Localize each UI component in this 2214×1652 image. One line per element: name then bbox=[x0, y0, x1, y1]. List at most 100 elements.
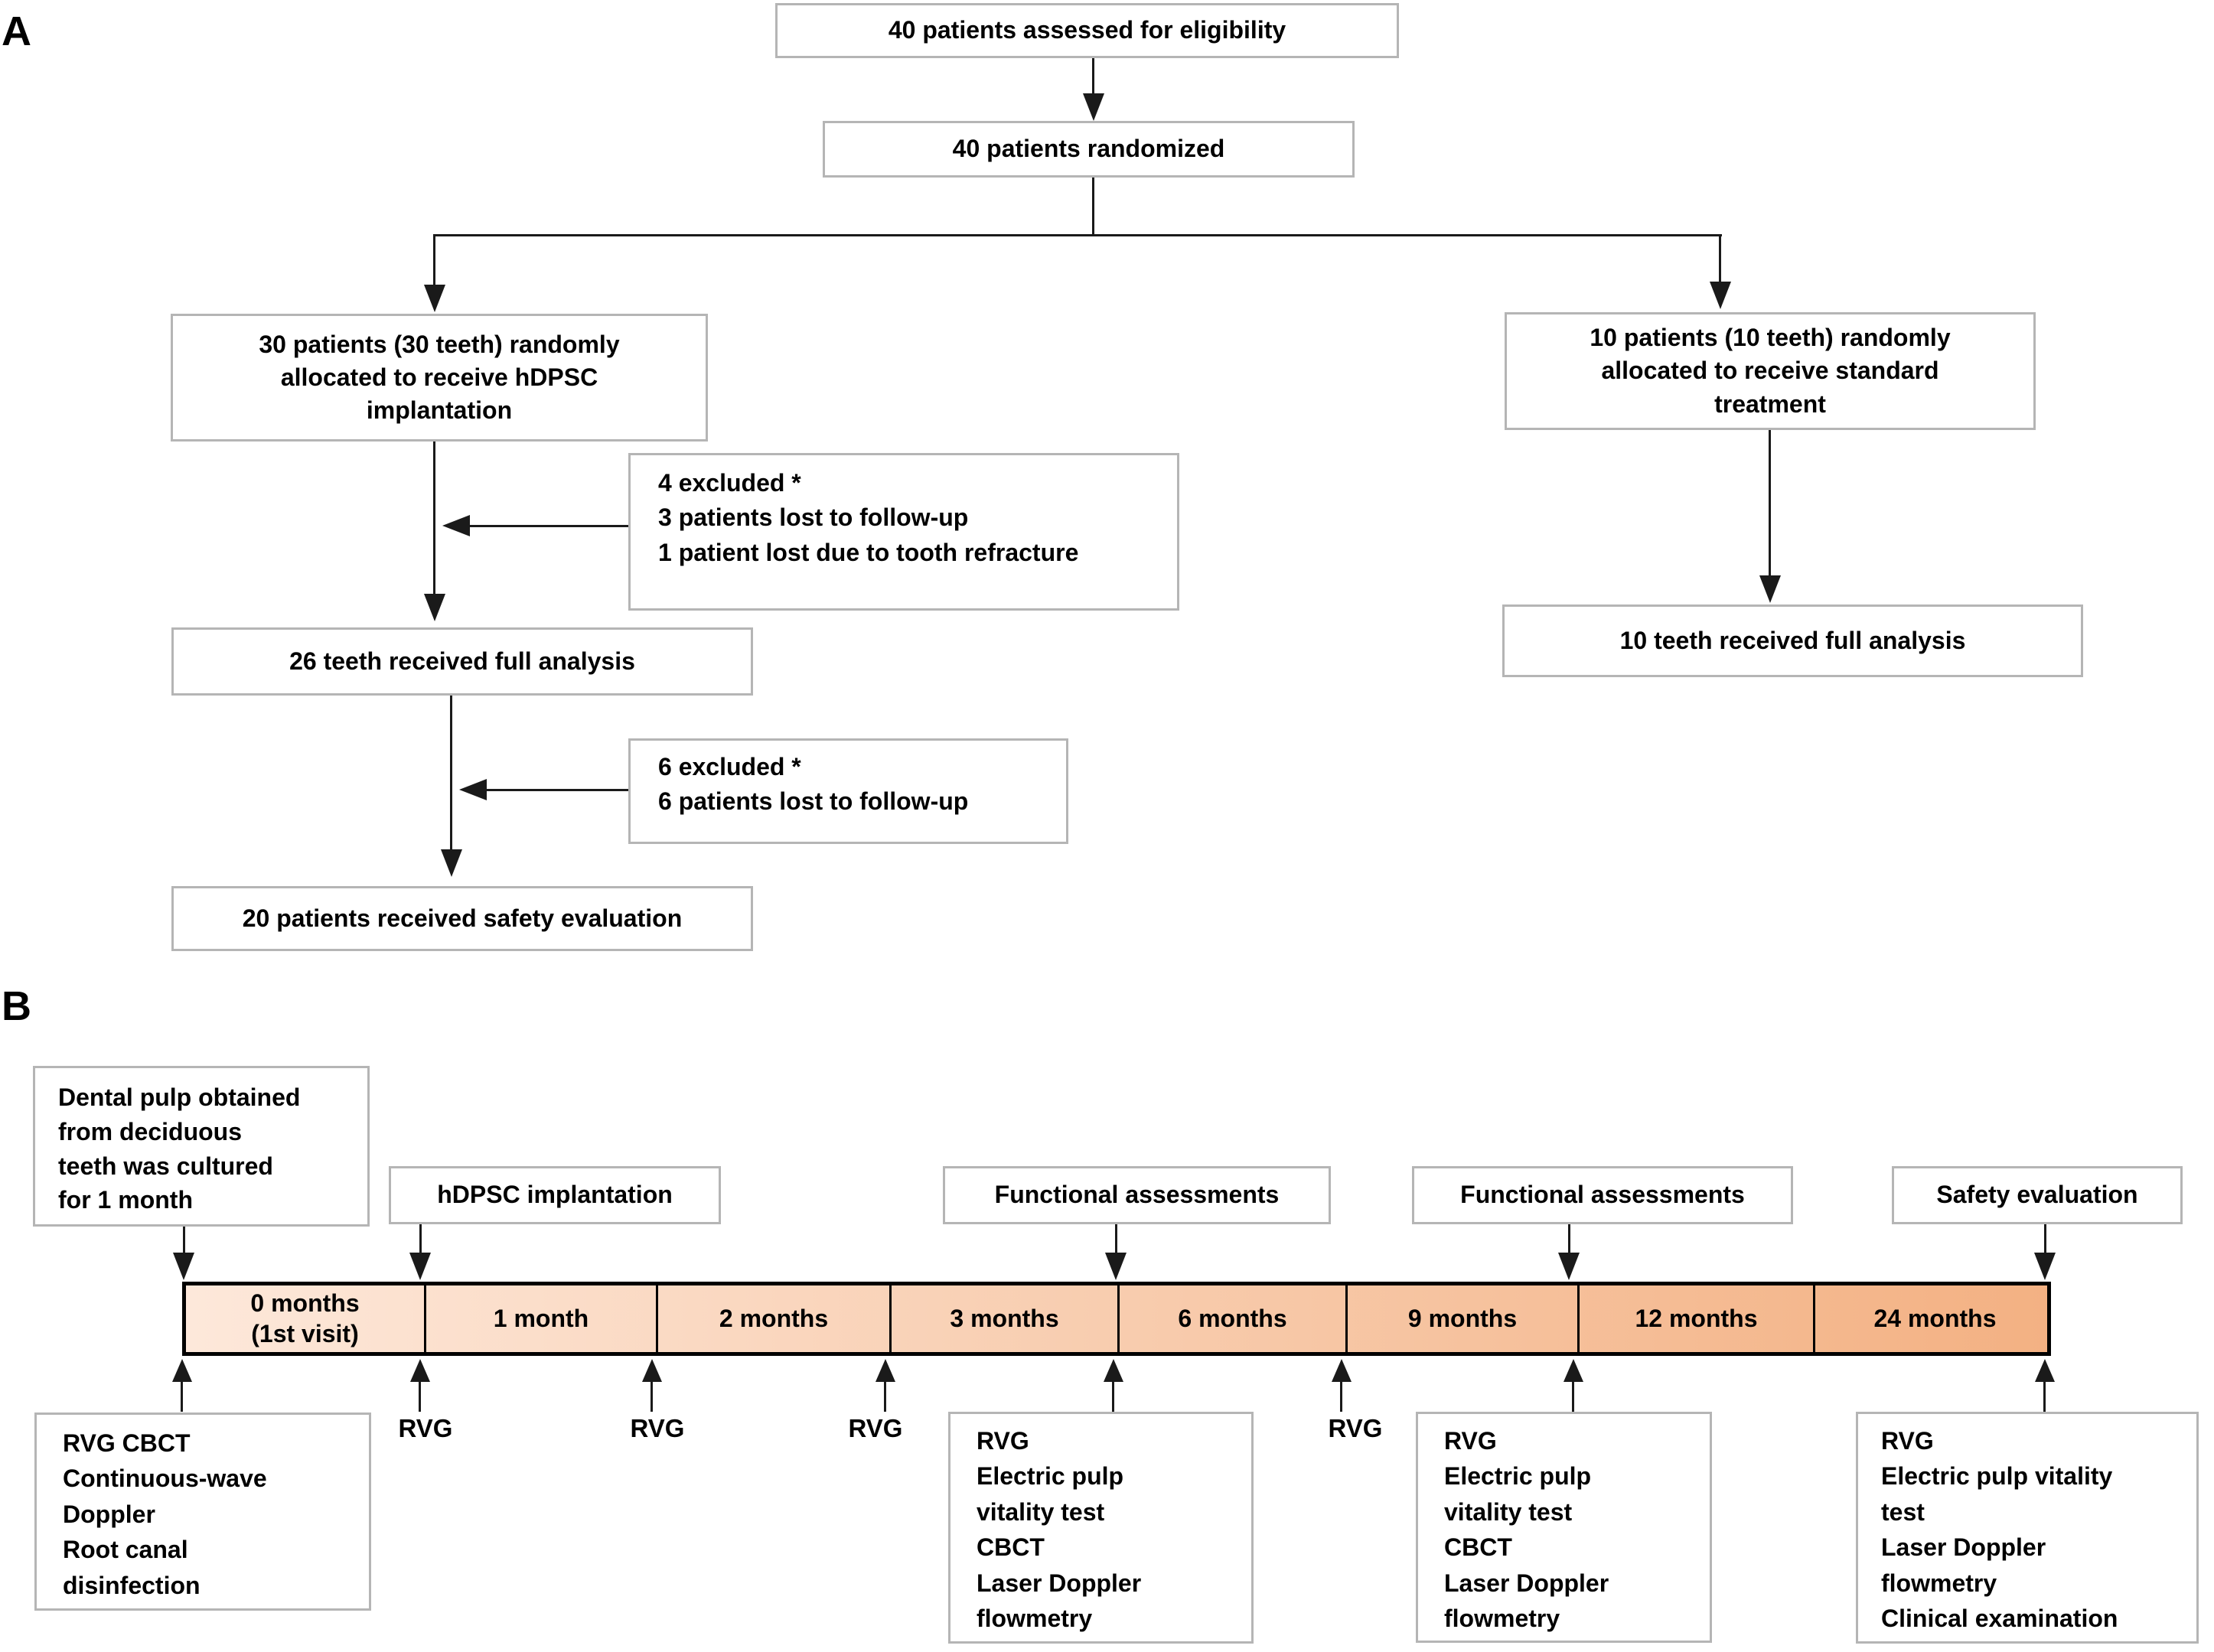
up-arrow-1-month-head bbox=[410, 1359, 430, 1382]
arrow-hdpsc-to-analysis-head bbox=[424, 594, 445, 621]
box-followup-1-line4: CBCT bbox=[977, 1533, 1045, 1562]
box-assessed-text: 40 patients assessed for eligibility bbox=[888, 16, 1286, 44]
arrow-excluded-1-head bbox=[442, 515, 470, 536]
arrow-assessed-to-randomized-head bbox=[1083, 93, 1104, 121]
split-horizontal-line bbox=[435, 234, 1722, 236]
up-arrow-6-months-head bbox=[1104, 1359, 1123, 1382]
box-excluded-2-line2: 6 patients lost to follow-up bbox=[658, 787, 969, 816]
up-arrow-12-months-line bbox=[1572, 1379, 1574, 1412]
box-followup-2-line5: Laser Doppler bbox=[1444, 1569, 1609, 1597]
box-followup-2-line2: Electric pulp bbox=[1444, 1462, 1592, 1491]
panel-a-label: A bbox=[2, 8, 31, 54]
box-followup-2-line4: CBCT bbox=[1444, 1533, 1512, 1562]
box-followup-2-line3: vitality test bbox=[1444, 1497, 1573, 1526]
rvg-label-1: RVG bbox=[398, 1414, 453, 1442]
timeline-segment-2-months: 2 months bbox=[656, 1285, 889, 1352]
up-arrow-2-months-head bbox=[642, 1359, 662, 1382]
box-final-line3: test bbox=[1881, 1497, 1925, 1526]
timeline-segment-24-label: 24 months bbox=[1873, 1304, 1997, 1332]
box-functional-assessments-1: Functional assessments bbox=[943, 1166, 1331, 1224]
split-right-line bbox=[1719, 234, 1721, 283]
up-arrow-12-months-head bbox=[1563, 1359, 1583, 1382]
arrow-standard-to-analysis-head bbox=[1759, 575, 1781, 603]
box-followup-1-line2: Electric pulp bbox=[977, 1462, 1124, 1491]
split-left-line bbox=[433, 234, 435, 286]
box-standard-arm-line1: 10 patients (10 teeth) randomly bbox=[1590, 324, 1951, 352]
up-arrow-9-months-head bbox=[1332, 1359, 1352, 1382]
timeline-segment-2-label: 2 months bbox=[719, 1304, 829, 1332]
rvg-label-2: RVG bbox=[630, 1414, 685, 1442]
arrow-assessed-to-randomized-line bbox=[1092, 58, 1094, 95]
arrow-implantation-down-head bbox=[409, 1253, 431, 1280]
rvg-label-3: RVG bbox=[848, 1414, 903, 1442]
box-standard-arm-line3: treatment bbox=[1714, 389, 1826, 418]
box-excluded-1-line3: 1 patient lost due to tooth refracture bbox=[658, 538, 1079, 566]
timeline-segment-0-months: 0 months (1st visit) bbox=[186, 1285, 424, 1352]
box-followup-2: RVG Electric pulp vitality test CBCT Las… bbox=[1416, 1412, 1712, 1643]
split-right-head bbox=[1710, 282, 1731, 309]
timeline-segment-9-months: 9 months bbox=[1345, 1285, 1577, 1352]
split-left-head bbox=[424, 285, 445, 312]
box-functional-assessments-2: Functional assessments bbox=[1412, 1166, 1793, 1224]
box-hdpsc-implantation-text: hDPSC implantation bbox=[437, 1181, 673, 1209]
box-excluded-1-line1: 4 excluded * bbox=[658, 469, 801, 497]
box-safety-evaluation-label: Safety evaluation bbox=[1892, 1166, 2183, 1224]
box-followup-1-line3: vitality test bbox=[977, 1497, 1105, 1526]
arrow-dental-pulp-down-head bbox=[173, 1253, 194, 1280]
box-final-line5: flowmetry bbox=[1881, 1569, 1997, 1597]
up-arrow-6-months-line bbox=[1112, 1379, 1114, 1412]
box-followup-1-line5: Laser Doppler bbox=[977, 1569, 1142, 1597]
split-stem-line bbox=[1092, 178, 1094, 236]
arrow-implantation-down-line bbox=[419, 1224, 422, 1257]
rvg-label-4: RVG bbox=[1328, 1414, 1383, 1442]
box-baseline-line2: Continuous-wave bbox=[63, 1465, 267, 1493]
box-hdpsc-arm-line2: allocated to receive hDPSC bbox=[280, 363, 598, 391]
up-arrow-24-months-line bbox=[2043, 1379, 2046, 1412]
arrow-functional-1-down-head bbox=[1105, 1253, 1127, 1280]
timeline-segment-1-label: 1 month bbox=[493, 1304, 589, 1332]
box-baseline-line1: RVG CBCT bbox=[63, 1429, 191, 1457]
box-final-line1: RVG bbox=[1881, 1427, 1934, 1455]
timeline-segment-12-months: 12 months bbox=[1577, 1285, 1813, 1352]
arrow-excluded-2-head bbox=[459, 779, 487, 800]
box-full-analysis-hdpsc: 26 teeth received full analysis bbox=[171, 627, 753, 696]
box-final-line2: Electric pulp vitality bbox=[1881, 1462, 2113, 1491]
timeline-segment-24-months: 24 months bbox=[1813, 1285, 2055, 1352]
box-followup-2-line6: flowmetry bbox=[1444, 1604, 1560, 1632]
box-followup-1-line1: RVG bbox=[977, 1427, 1029, 1455]
box-hdpsc-implantation: hDPSC implantation bbox=[389, 1166, 721, 1224]
up-arrow-24-months-head bbox=[2035, 1359, 2055, 1382]
box-full-analysis-standard-text: 10 teeth received full analysis bbox=[1619, 626, 1966, 654]
arrow-hdpsc-to-analysis-line bbox=[433, 442, 435, 594]
box-excluded-1: 4 excluded * 3 patients lost to follow-u… bbox=[628, 453, 1179, 611]
box-dental-pulp-line4: for 1 month bbox=[58, 1186, 193, 1214]
arrow-analysis-to-safety-line bbox=[450, 696, 452, 849]
timeline-segment-12-label: 12 months bbox=[1635, 1304, 1758, 1332]
arrow-excluded-1-line bbox=[470, 525, 628, 527]
timeline-segment-0-line2: (1st visit) bbox=[251, 1319, 359, 1347]
arrow-safety-down-head bbox=[2034, 1253, 2056, 1280]
box-assessed-for-eligibility: 40 patients assessed for eligibility bbox=[775, 3, 1399, 58]
box-baseline-assessments: RVG CBCT Continuous-wave Doppler Root ca… bbox=[34, 1413, 371, 1611]
box-hdpsc-arm-line3: implantation bbox=[366, 396, 513, 425]
box-dental-pulp-line1: Dental pulp obtained bbox=[58, 1083, 301, 1111]
arrow-analysis-to-safety-head bbox=[441, 849, 462, 877]
box-standard-arm-line2: allocated to receive standard bbox=[1601, 357, 1939, 385]
box-randomized-text: 40 patients randomized bbox=[952, 135, 1225, 163]
box-baseline-line4: Root canal bbox=[63, 1536, 188, 1564]
timeline-segment-3-months: 3 months bbox=[889, 1285, 1117, 1352]
box-dental-pulp-line2: from deciduous bbox=[58, 1117, 243, 1145]
box-excluded-2-line1: 6 excluded * bbox=[658, 753, 801, 780]
up-arrow-0-months-head bbox=[172, 1359, 192, 1382]
up-arrow-3-months-head bbox=[875, 1359, 895, 1382]
arrow-functional-1-down-line bbox=[1115, 1224, 1117, 1257]
box-followup-1-line6: flowmetry bbox=[977, 1604, 1093, 1632]
arrow-safety-down-line bbox=[2044, 1224, 2046, 1257]
up-arrow-2-months-line bbox=[651, 1379, 653, 1412]
timeline-segment-0-line1: 0 months bbox=[250, 1289, 360, 1318]
box-baseline-line3: Doppler bbox=[63, 1500, 155, 1528]
timeline-segment-3-label: 3 months bbox=[950, 1304, 1059, 1332]
box-final-line4: Laser Doppler bbox=[1881, 1533, 2046, 1562]
box-full-analysis-hdpsc-text: 26 teeth received full analysis bbox=[289, 647, 635, 675]
